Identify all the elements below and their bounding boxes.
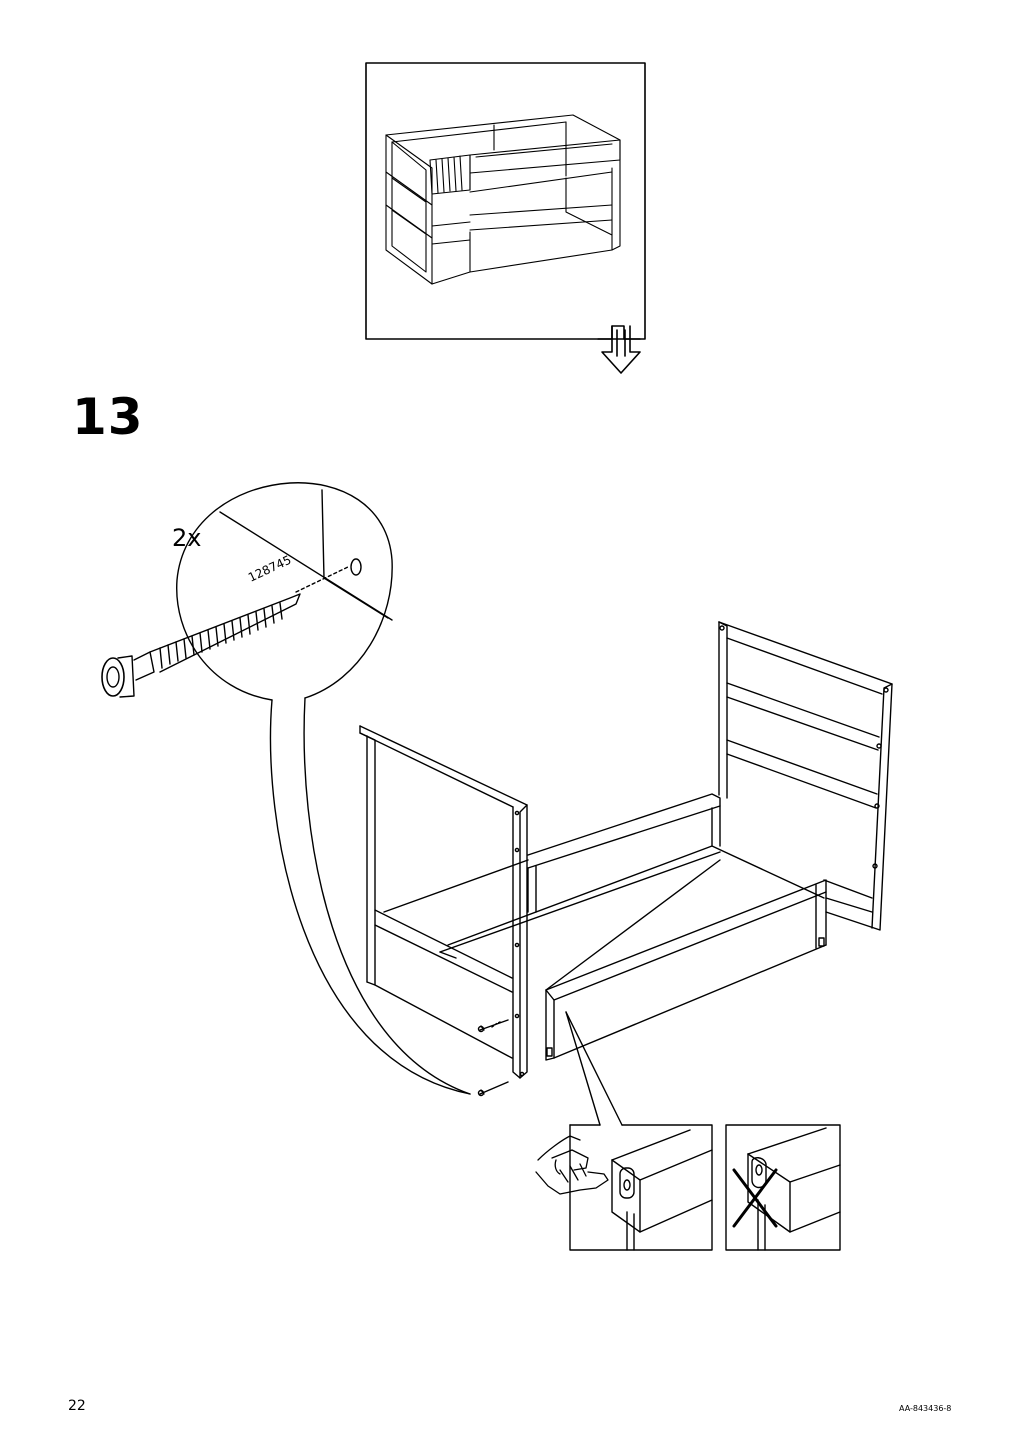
correct-orientation-panel [570,1125,712,1250]
turn-over-arrow-icon [598,326,640,373]
preview-panel [366,63,645,339]
document-code: AA-843436-8 [899,1404,952,1413]
pointer-line [566,1012,622,1125]
left-end-frame [360,726,528,1078]
screw-detail-callout [177,483,470,1094]
hand-check-icon [536,1136,608,1194]
front-rail [546,880,826,1060]
page-number: 22 [68,1398,86,1414]
incorrect-orientation-panel [726,1125,840,1250]
side-rail-back [528,794,720,912]
cross-icon [734,1170,776,1226]
screw-insert-markers [479,1020,509,1096]
screw-quantity: 2x [172,524,202,552]
screw-icon [102,594,300,697]
bed-base [440,846,824,990]
bunk-bed-preview-icon [386,115,620,284]
right-end-frame [719,622,892,930]
step-number: 13 [72,388,144,446]
